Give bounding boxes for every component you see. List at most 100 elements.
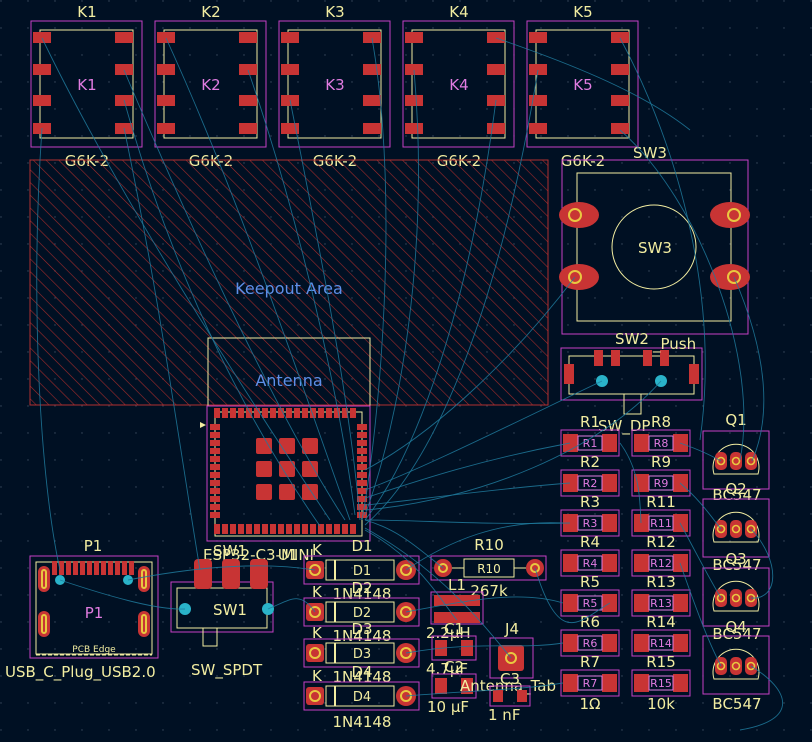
capacitor-c3[interactable]: C3 1 nF: [488, 670, 531, 724]
relay-k2-ref: K2: [201, 3, 220, 21]
inductor-l1[interactable]: L1 2.2µH: [426, 576, 484, 642]
d4-center: D4: [353, 690, 371, 705]
l1-ref: L1: [448, 576, 466, 594]
r4-ref: R4: [580, 533, 600, 551]
module-u1[interactable]: Antenna U1 ESP32-C3-MINI: [200, 337, 371, 564]
sw3-pad-4: [710, 264, 750, 290]
r7-center: R7: [583, 677, 598, 690]
d3-center: D3: [353, 647, 371, 662]
sw3-pad-3: [559, 264, 599, 290]
q4-value: BC547: [712, 695, 761, 713]
r3-ref: R3: [580, 493, 600, 511]
d1-k: K: [312, 541, 323, 559]
d4-k: K: [312, 667, 323, 685]
q2-value: BC547: [712, 556, 761, 574]
r10-ref: R10: [474, 536, 504, 554]
p1-top-pads: [52, 561, 134, 575]
d3-ref: D3: [351, 620, 372, 638]
r5-center: R5: [583, 597, 598, 610]
d1-center: D1: [353, 564, 371, 579]
switch-sw3[interactable]: SW3 SW3: [559, 144, 750, 335]
r9-ref: R9: [651, 453, 671, 471]
sw3-ref: SW3: [633, 144, 667, 162]
r15-center: R15: [650, 677, 672, 690]
relay-k5-center: K5: [573, 76, 592, 94]
r1-ref: R1: [580, 413, 600, 431]
res-right-value: 10k: [647, 695, 675, 713]
p1-center: P1: [85, 604, 104, 622]
relay-k1-center: K1: [77, 76, 96, 94]
q3-value: BC547: [712, 625, 761, 643]
c1-ref: C1: [444, 620, 464, 638]
u1-pads: [210, 408, 367, 534]
c3-value: 1 nF: [488, 706, 520, 724]
d4-ref: D4: [351, 663, 372, 681]
keepout-label: Keepout Area: [235, 279, 343, 298]
r12-center: R12: [650, 557, 672, 570]
u1-ref: U1: [278, 546, 299, 564]
r14-ref: R14: [646, 613, 676, 631]
r13-ref: R13: [646, 573, 676, 591]
res-left-value: 1Ω: [579, 695, 600, 713]
r6-ref: R6: [580, 613, 600, 631]
r3-center: R3: [583, 517, 598, 530]
r10-center: R10: [477, 562, 501, 576]
p1-ref: P1: [84, 537, 103, 555]
c2-ref: C2: [444, 658, 464, 676]
l1-value: 2.2µH: [426, 624, 471, 642]
r13-center: R13: [650, 597, 672, 610]
sw3-center: SW3: [638, 239, 672, 257]
r2-center: R2: [583, 477, 598, 490]
r11-ref: R11: [646, 493, 676, 511]
resistor-r10[interactable]: R10 R10 267k: [430, 536, 547, 600]
relay-k3-center: K3: [325, 76, 344, 94]
relay-k1-ref: K1: [77, 3, 96, 21]
d2-center: D2: [353, 606, 371, 621]
antenna-label: Antenna: [255, 371, 322, 390]
d1-ref: D1: [351, 537, 372, 555]
ratsnest-lines: [36, 37, 784, 731]
capacitor-c2[interactable]: C2 10 µF: [427, 658, 477, 716]
r15-ref: R15: [646, 653, 676, 671]
sw2-ref: SW2: [615, 330, 649, 348]
sw3-pad-1: [559, 202, 599, 228]
r14-center: R14: [650, 637, 672, 650]
sw1-center: SW1: [213, 601, 247, 619]
q3-ref: Q3: [725, 550, 746, 568]
p1-edge: PCB Edge: [72, 645, 116, 655]
connector-p1[interactable]: P1 P1 PCB Edge USB_C_Plug_USB2.0: [5, 537, 159, 682]
relay-k2-center: K2: [201, 76, 220, 94]
r7-ref: R7: [580, 653, 600, 671]
r11-center: R11: [650, 517, 672, 530]
relay-k3-ref: K3: [325, 3, 344, 21]
r8-center: R8: [654, 437, 669, 450]
r1-center: R1: [583, 437, 598, 450]
d2-ref: D2: [351, 579, 372, 597]
keepout-area[interactable]: Keepout Area: [29, 159, 549, 406]
relay-k5-value: G6K-2: [561, 152, 605, 170]
relay-k4-center: K4: [449, 76, 468, 94]
relay-k4-ref: K4: [449, 3, 468, 21]
r8-ref: R8: [651, 413, 671, 431]
diode-d2[interactable]: K D2 D2 1N4148: [303, 579, 420, 645]
c3-ref: C3: [500, 670, 520, 688]
relay-k5[interactable]: K5 K5 G6K-2: [526, 3, 639, 170]
diode-d4[interactable]: K D4 D4 1N4148: [303, 663, 420, 731]
r2-ref: R2: [580, 453, 600, 471]
r9-center: R9: [654, 477, 669, 490]
q1-ref: Q1: [725, 411, 746, 429]
q2-ref: Q2: [725, 480, 746, 498]
r5-ref: R5: [580, 573, 600, 591]
switch-sw2[interactable]: SW2 _Push SW_DP: [560, 330, 703, 436]
